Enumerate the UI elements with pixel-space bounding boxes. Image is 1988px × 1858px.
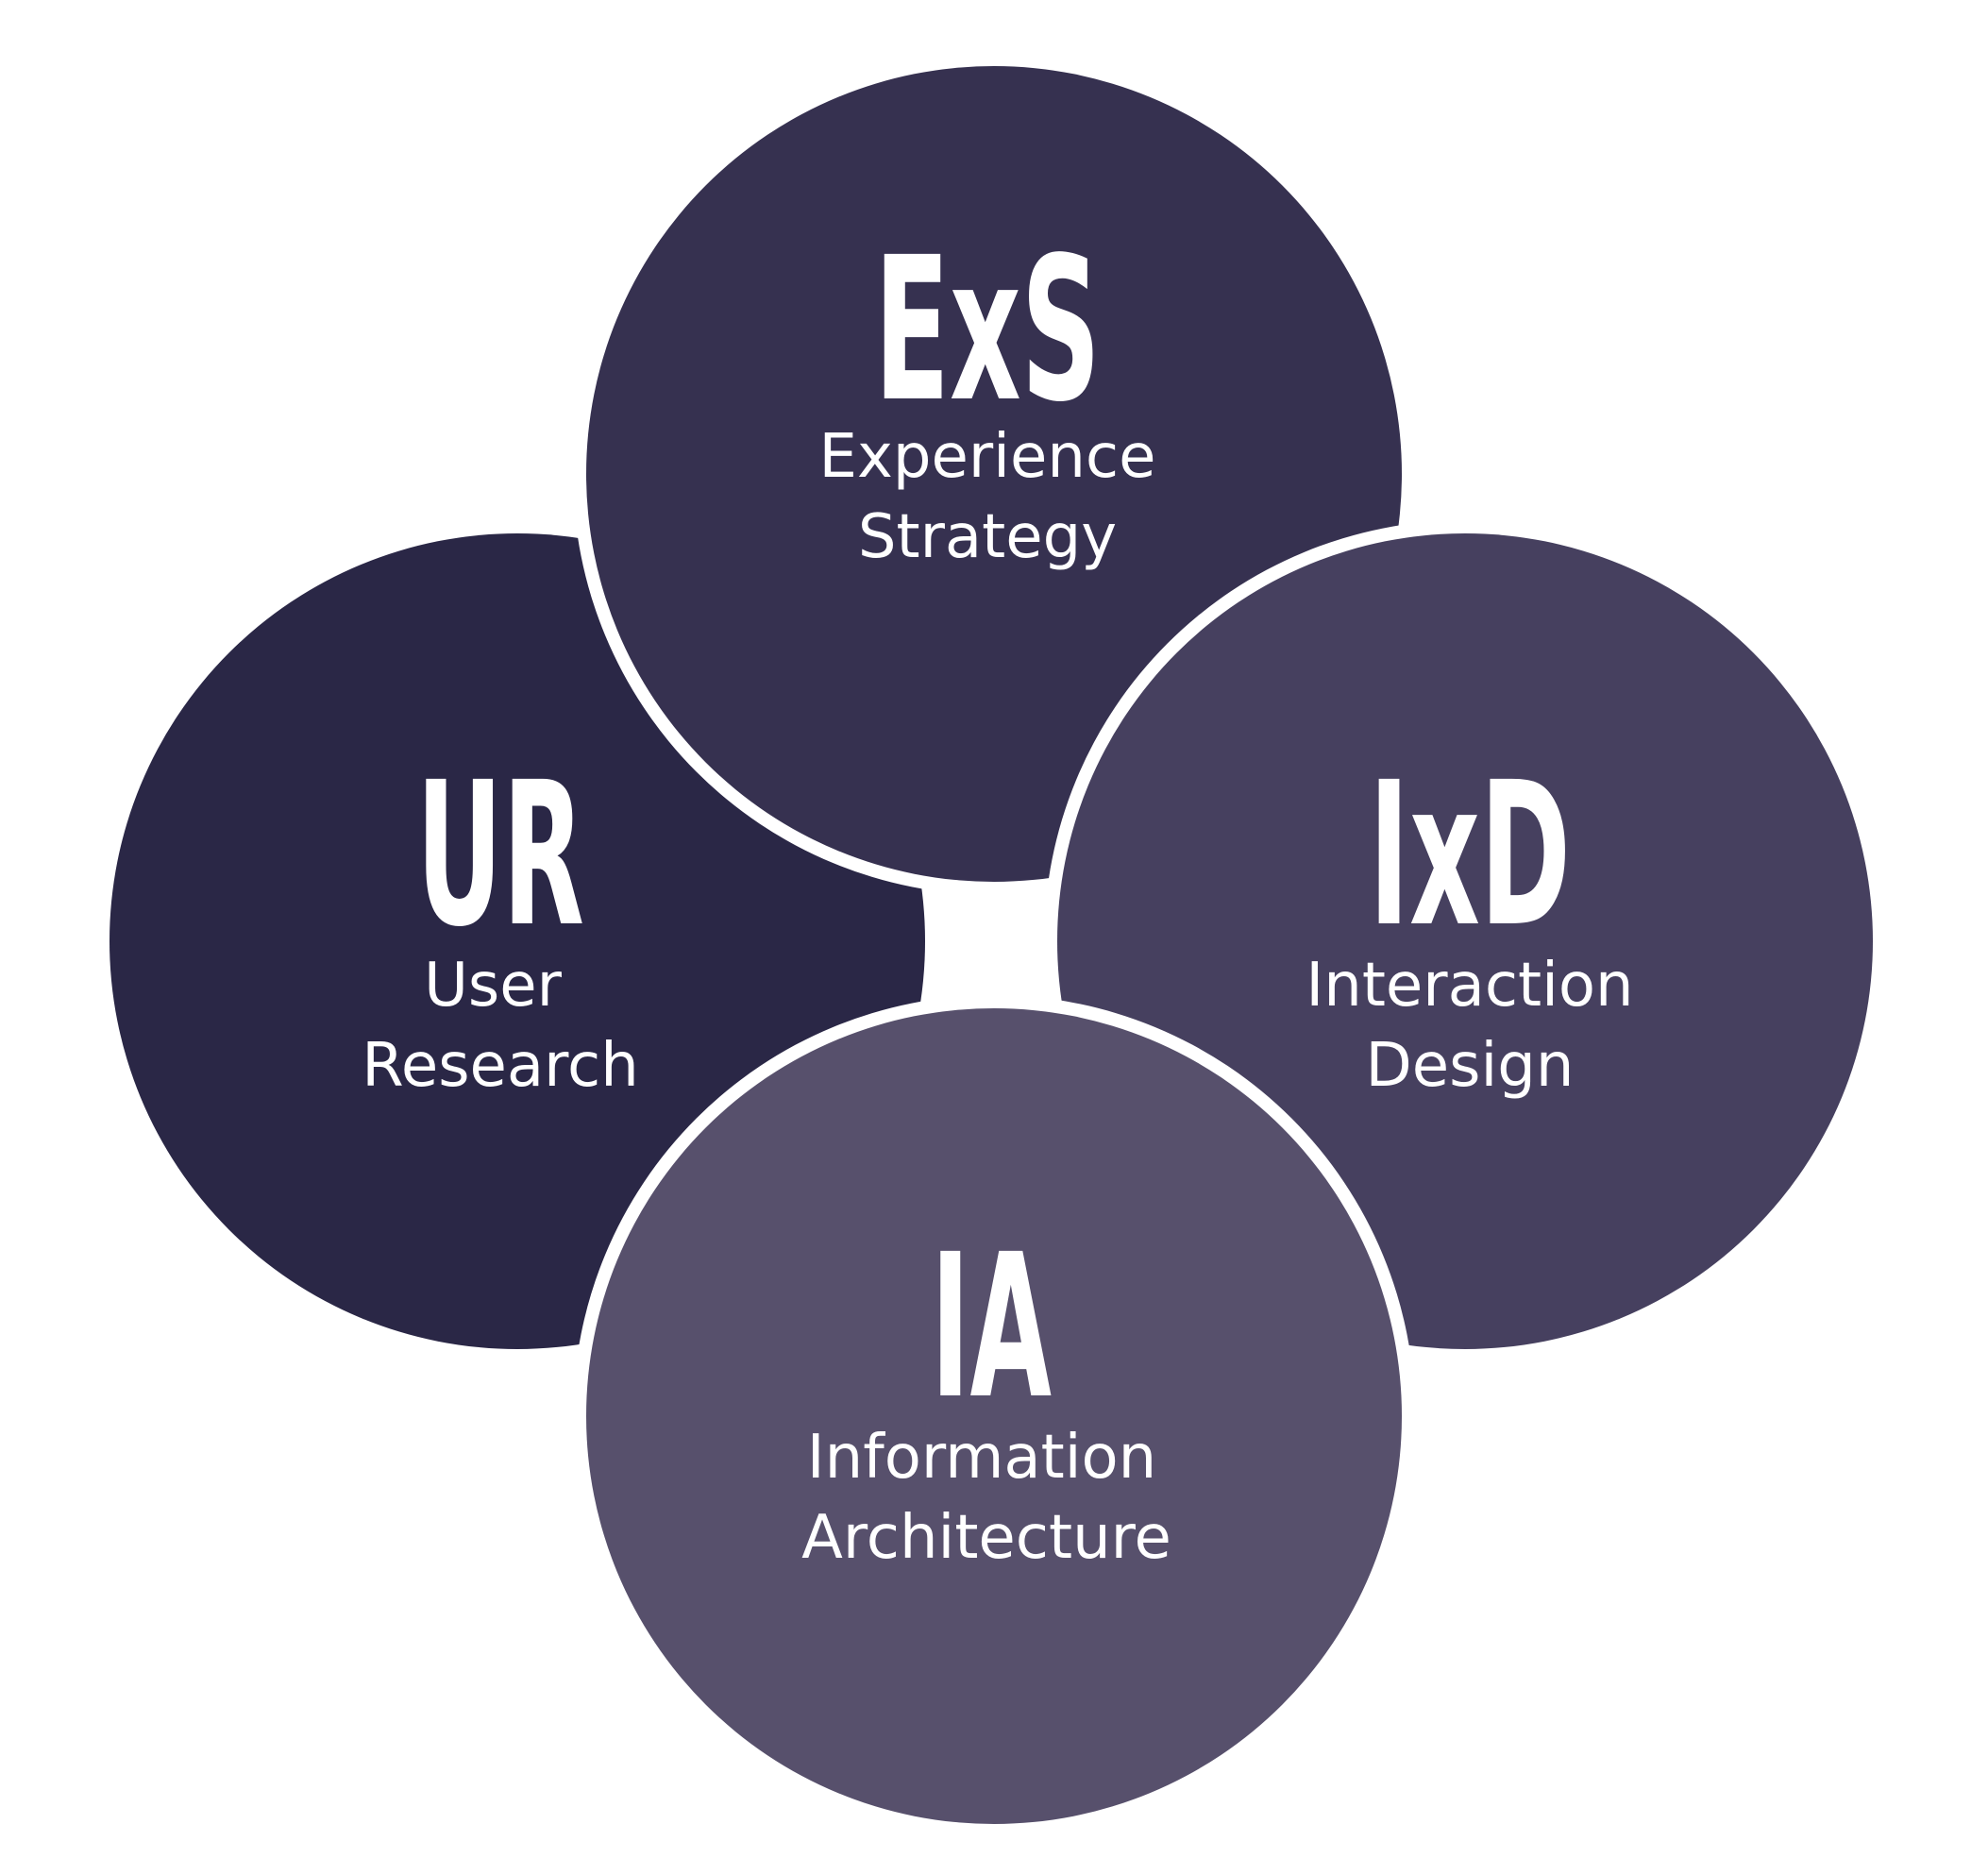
circle-information-architecture-shape [586, 1008, 1402, 1824]
ia-abbreviation: IA [931, 1211, 1052, 1443]
exs-label-line1: Experience [819, 422, 1156, 492]
ixd-label-line1: Interaction [1306, 951, 1633, 1021]
exs-label-line2: Strategy [858, 502, 1117, 572]
ia-label-line1: Information [807, 1423, 1156, 1493]
circle-information-architecture [573, 995, 1415, 1837]
ur-label-line1: User [424, 951, 563, 1021]
ixd-label-line2: Design [1366, 1031, 1575, 1101]
ia-label-line2: Architecture [801, 1503, 1171, 1573]
ur-label-line2: Research [362, 1031, 639, 1101]
ixd-abbreviation: IxD [1369, 739, 1571, 971]
exs-abbreviation: ExS [874, 214, 1101, 446]
ur-abbreviation: UR [416, 739, 584, 971]
